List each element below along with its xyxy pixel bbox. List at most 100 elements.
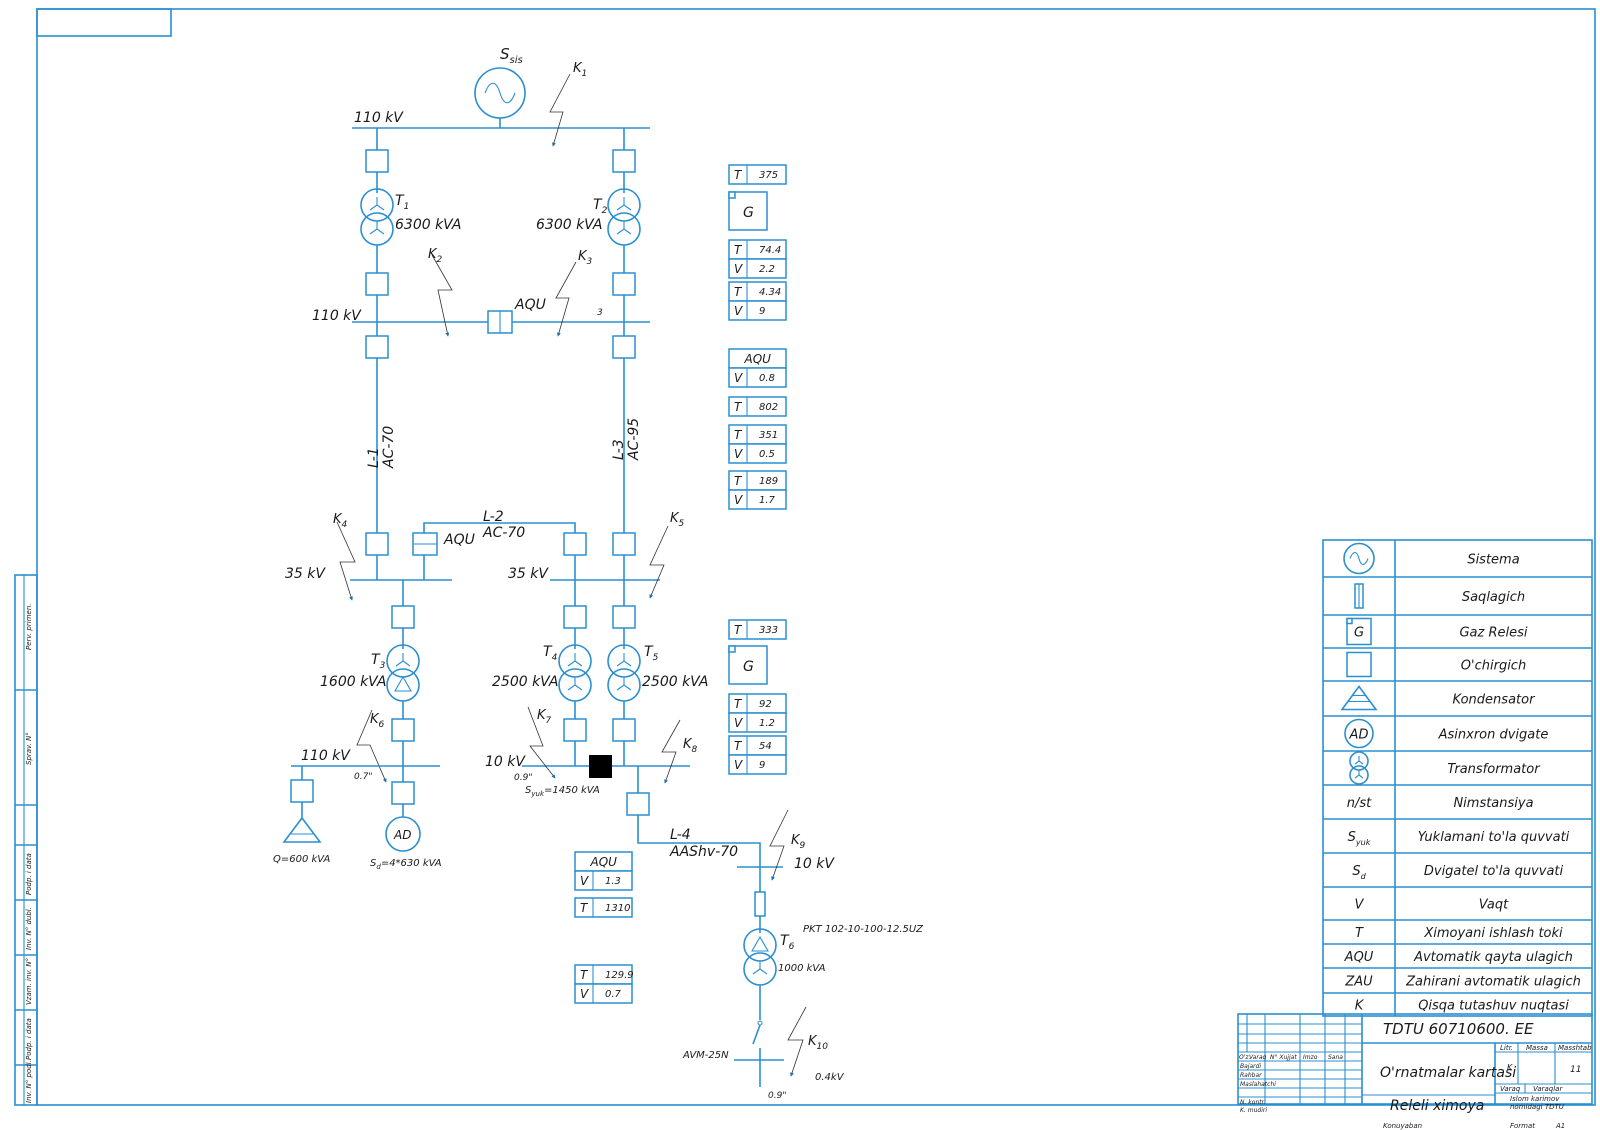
legend-text: Sistema bbox=[1467, 553, 1519, 568]
aqu-label: AQU bbox=[514, 297, 546, 313]
fault-sub: 8 bbox=[692, 745, 698, 755]
fault-label: K bbox=[670, 511, 680, 526]
transformer-rating: 6300 kVA bbox=[536, 217, 602, 233]
setting-key: T bbox=[734, 697, 743, 711]
svg-text:T1: T1 bbox=[395, 193, 409, 212]
line-l1-wire: AC-70 bbox=[381, 426, 397, 469]
setting-key: V bbox=[734, 758, 743, 772]
motor-icon bbox=[1344, 718, 1374, 749]
legend-text: Qisqa tutashuv nuqtasi bbox=[1418, 999, 1569, 1014]
fuse-label: PKT 102-10-100-12.5UZ bbox=[803, 924, 924, 935]
fault-k4: K4 bbox=[333, 512, 356, 601]
breaker bbox=[626, 792, 650, 816]
line-l3-wire: AC-95 bbox=[626, 418, 642, 461]
title-role: Maslahatchi bbox=[1240, 1081, 1276, 1088]
legend-text: Asinxron dvigate bbox=[1438, 728, 1549, 743]
setting-value: 4.34 bbox=[759, 287, 781, 298]
title-block: O'z. Varaq N° Xujjat Imzo Sana Bajardi R… bbox=[1237, 1013, 1593, 1130]
setting-key: T bbox=[580, 968, 589, 982]
svg-text:Syuk=1450 kVA: Syuk=1450 kVA bbox=[525, 785, 600, 798]
org-line-1: Islom karimov bbox=[1510, 1095, 1560, 1103]
svg-text:K9: K9 bbox=[791, 833, 806, 851]
svg-text:K6: K6 bbox=[370, 712, 385, 730]
transformer-rating: 2500 kVA bbox=[642, 674, 708, 690]
breaker bbox=[290, 779, 314, 803]
gas-label: G bbox=[743, 659, 754, 675]
legend-text: Nimstansiya bbox=[1453, 796, 1533, 811]
transformer-sub: 4 bbox=[552, 653, 558, 663]
breaker bbox=[365, 532, 389, 556]
breaker bbox=[391, 718, 415, 742]
breaker bbox=[365, 335, 389, 359]
motor-power: S bbox=[370, 858, 377, 869]
fault-label: K bbox=[370, 712, 380, 727]
legend-symbol-text: n/st bbox=[1347, 796, 1372, 811]
setting-key: V bbox=[580, 987, 589, 1001]
bus-label-10-right: 10 kV bbox=[485, 754, 526, 770]
stamp-label: Sprav. N° bbox=[25, 732, 33, 765]
aqu-switch-top: AQU bbox=[487, 297, 546, 334]
fuse-icon bbox=[1354, 583, 1364, 609]
legend-row: Yuklamani to'la quvvati Syuk bbox=[1348, 830, 1570, 847]
setting-key: V bbox=[734, 262, 743, 276]
source-label: S bbox=[500, 45, 510, 63]
legend-text: Avtomatik qayta ulagich bbox=[1413, 950, 1573, 965]
transformer-t2 bbox=[607, 188, 641, 246]
transformer-label: T bbox=[780, 933, 790, 949]
setting-key: T bbox=[734, 285, 743, 299]
title-col: Varaq bbox=[1249, 1054, 1267, 1061]
setting-value: 802 bbox=[759, 402, 778, 413]
setting-value: 2.2 bbox=[759, 264, 775, 275]
setting-value: 9 bbox=[759, 306, 765, 317]
varaq-label: Varaq bbox=[1500, 1085, 1521, 1093]
setting-value: 1.7 bbox=[759, 495, 776, 506]
setting-key: T bbox=[734, 739, 743, 753]
setting-key: T bbox=[734, 168, 743, 182]
legend-symbol-text: Syuk bbox=[1348, 830, 1371, 847]
setting-key: V bbox=[580, 874, 589, 888]
fault-k8: K8 bbox=[661, 719, 698, 784]
setting-key: V bbox=[734, 493, 743, 507]
system-source: Ssis bbox=[474, 45, 526, 128]
fault-sub: 10 bbox=[817, 1042, 829, 1052]
motor-ad: AD bbox=[385, 816, 421, 852]
legend-text: Transformator bbox=[1447, 762, 1541, 777]
legend-text: Yuklamani to'la quvvati bbox=[1418, 830, 1570, 845]
stamp-label: Podp. i data bbox=[25, 1018, 33, 1060]
breaker bbox=[612, 605, 636, 629]
fault-label: K bbox=[791, 833, 801, 848]
source-sub: sis bbox=[510, 55, 523, 66]
stamp-label: Inv. N° podl. bbox=[25, 1060, 33, 1103]
title-role: K. mudiri bbox=[1240, 1107, 1267, 1114]
kopiya-label: Konuyaban bbox=[1383, 1122, 1422, 1130]
org-line-2: nomidagi TDTU bbox=[1510, 1103, 1564, 1111]
breaker-icon bbox=[1346, 651, 1372, 678]
transformer-t6 bbox=[743, 928, 777, 986]
setting-value: 0.7 bbox=[605, 989, 622, 1000]
legend-text: Gaz Relesi bbox=[1459, 626, 1527, 641]
condenser-label: Q=600 kVA bbox=[273, 854, 330, 865]
side-stamp: Perv. primen. Sprav. N° Podp. i data Inv… bbox=[14, 574, 38, 1106]
setting-value: 54 bbox=[759, 741, 772, 752]
format-value: A1 bbox=[1555, 1122, 1565, 1130]
svg-text:T6: T6 bbox=[780, 933, 795, 952]
legend-row: Saqlagich bbox=[1354, 583, 1525, 609]
aqu-label: AQU bbox=[443, 532, 475, 548]
setting-value: 1.3 bbox=[605, 876, 621, 887]
system-icon bbox=[1343, 542, 1375, 575]
legend-text: Vaqt bbox=[1479, 898, 1509, 913]
line-l3: L-3 bbox=[611, 439, 627, 460]
pf-right: 0.9" bbox=[514, 773, 532, 783]
fault-k1: K1 bbox=[549, 61, 587, 147]
setting-value: 0.8 bbox=[759, 373, 775, 384]
svg-text:Sd=4*630 kVA: Sd=4*630 kVA bbox=[370, 858, 442, 871]
svg-text:Ssis: Ssis bbox=[500, 45, 523, 66]
format-label: Format bbox=[1510, 1122, 1535, 1130]
